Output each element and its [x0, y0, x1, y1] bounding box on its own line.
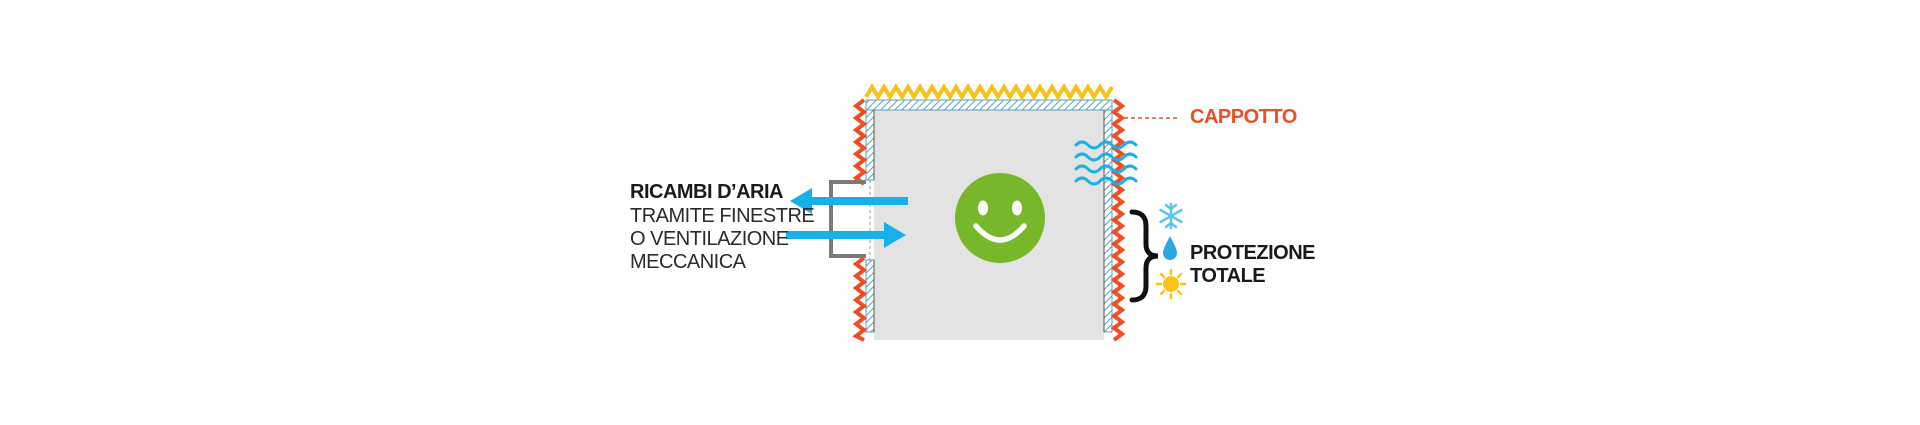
water-drop-icon [1163, 236, 1177, 260]
protection-label-line-2: TOTALE [1190, 265, 1266, 287]
left-insulation-zigzag-lower [852, 256, 868, 342]
protection-brace [1129, 209, 1159, 303]
roof-insulation-zigzag [864, 83, 1114, 101]
roof-hatched-layer [865, 99, 1113, 111]
smiley-face-icon [955, 173, 1045, 263]
air-out-arrow [790, 188, 908, 214]
protection-label-line-1: PROTEZIONE [1190, 242, 1316, 264]
sun-icon [1155, 268, 1187, 300]
right-insulation-zigzag [1110, 98, 1126, 342]
air-in-arrow [786, 222, 906, 248]
air-exchange-line-1: TRAMITE FINESTRE [630, 205, 815, 227]
air-exchange-title: RICAMBI D’ARIA [630, 181, 784, 203]
snowflake-icon [1159, 202, 1183, 230]
left-wall-hatched-upper [865, 109, 875, 181]
heat-waves-icon [1074, 140, 1138, 186]
left-insulation-zigzag-upper [852, 98, 868, 186]
air-exchange-line-2: O VENTILAZIONE [630, 228, 789, 250]
window-frame [829, 180, 866, 258]
left-wall-hatched-lower [865, 259, 875, 333]
insulation-label: CAPPOTTO [1190, 106, 1297, 128]
air-exchange-line-3: MECCANICA [630, 251, 746, 273]
